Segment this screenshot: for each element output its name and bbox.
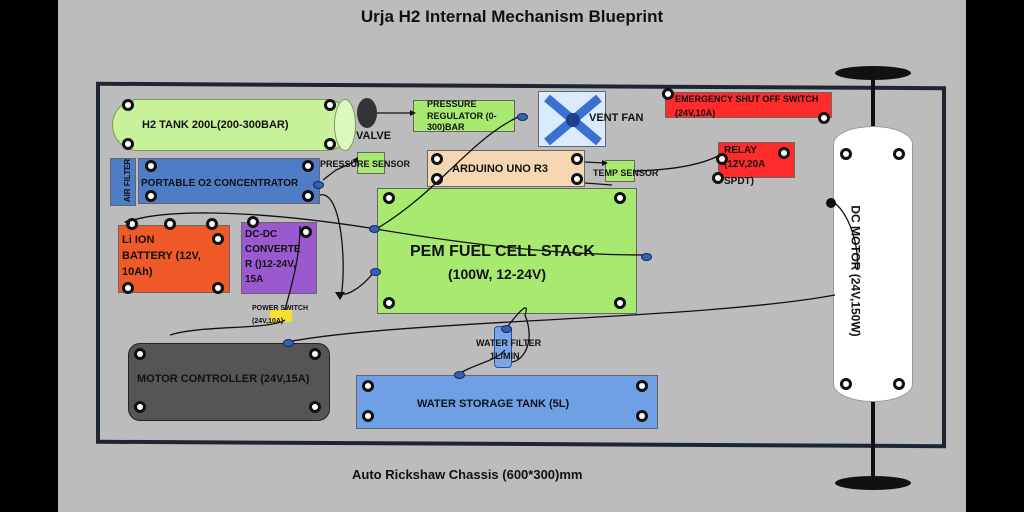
power-switch[interactable] — [270, 310, 292, 322]
fan-icon — [544, 94, 602, 146]
wire-fuelcell-main — [369, 227, 646, 256]
emergency-switch-label-1: EMERGENCY SHUT OFF SWITCH — [675, 94, 819, 104]
relay-label-1: RELAY — [724, 145, 757, 156]
pressure-regulator-label-2: REGULATOR (0- — [427, 111, 497, 121]
converter-label-2: CONVERTE — [245, 244, 301, 255]
valve-label: VALVE — [356, 130, 392, 142]
air-filter — [110, 158, 136, 206]
relay-label-3: SPDT) — [724, 176, 754, 187]
temp-sensor-label: TEMP SENSOR — [593, 168, 659, 178]
pressure-regulator — [413, 100, 515, 132]
h2-tank-end — [334, 99, 356, 151]
wire-arduino-temp-2 — [584, 182, 613, 186]
pressure-sensor-label: PRESSURE SENSOR — [320, 159, 411, 169]
emergency-switch-label-2: (24V,10A) — [675, 108, 716, 118]
wire-regulator-fuelcell — [377, 116, 519, 229]
wire-temp-relay — [634, 155, 719, 172]
fuel-cell-label-2: (100W, 12-24V) — [448, 266, 547, 282]
wheel-top — [835, 66, 911, 80]
battery-label-1: Li ION — [122, 234, 155, 246]
pressure-sensor — [357, 152, 385, 174]
wire-filter-fuelcell — [504, 307, 530, 363]
vent-fan — [538, 91, 606, 147]
li-ion-battery — [118, 225, 230, 293]
chassis-caption: Auto Rickshaw Chassis (600*300)mm — [352, 467, 583, 482]
pem-fuel-cell-stack — [377, 188, 637, 314]
water-storage-tank — [356, 375, 658, 429]
wire-arduino-temp — [584, 161, 606, 164]
power-switch-label-2: (24V,10A) — [252, 318, 284, 325]
fuel-cell-label-1: PEM FUEL CELL STACK — [410, 243, 595, 260]
arduino-label: ARDUINO UNO R3 — [452, 163, 548, 175]
h2-tank — [112, 99, 352, 151]
battery-label-2: BATTERY (12V, — [122, 250, 201, 262]
wire-battery-fuelcell — [126, 212, 371, 229]
wire-controller-motor — [286, 294, 836, 343]
motor-controller-label: MOTOR CONTROLLER (24V,15A) — [137, 373, 310, 385]
o2-concentrator-label: PORTABLE O2 CONCENTRATOR — [141, 178, 299, 189]
dc-motor — [833, 126, 913, 402]
wire-converter-switch — [284, 225, 301, 311]
pressure-regulator-label-1: PRESSURE — [427, 99, 477, 109]
wire-o2-fuelcell — [319, 194, 375, 295]
pressure-regulator-label-3: 300)BAR — [427, 122, 465, 132]
converter-label-3: R ()12-24V, — [245, 259, 296, 270]
battery-label-3: 10Ah) — [122, 266, 153, 278]
arduino-board — [427, 150, 585, 187]
wire-switch-controller — [169, 319, 286, 336]
o2-concentrator — [138, 158, 320, 204]
emergency-switch[interactable] — [665, 92, 832, 118]
wire-motor-terminal — [829, 199, 859, 271]
power-switch-label-1: POWER SWITCH — [252, 305, 308, 312]
wire-tank-filter — [457, 349, 506, 376]
diagram-title: Urja H2 Internal Mechanism Blueprint — [360, 7, 664, 26]
valve — [357, 98, 377, 128]
vent-fan-label: VENT FAN — [589, 112, 644, 124]
water-filter-label-1: WATER FILTER — [476, 338, 542, 348]
motor-controller — [128, 343, 330, 421]
water-tank-label: WATER STORAGE TANK (5L) — [417, 398, 570, 410]
converter-label-4: 15A — [245, 274, 264, 285]
temp-sensor — [605, 160, 635, 182]
wire-pressure-sensor — [322, 159, 359, 181]
wheel-bottom — [835, 476, 911, 490]
h2-tank-label: H2 TANK 200L(200-300BAR) — [142, 119, 289, 131]
relay-label-2: (12V,20A — [724, 159, 766, 170]
converter-label-1: DC-DC — [245, 229, 278, 240]
water-filter-label-2: 1L/MIN — [490, 351, 520, 361]
